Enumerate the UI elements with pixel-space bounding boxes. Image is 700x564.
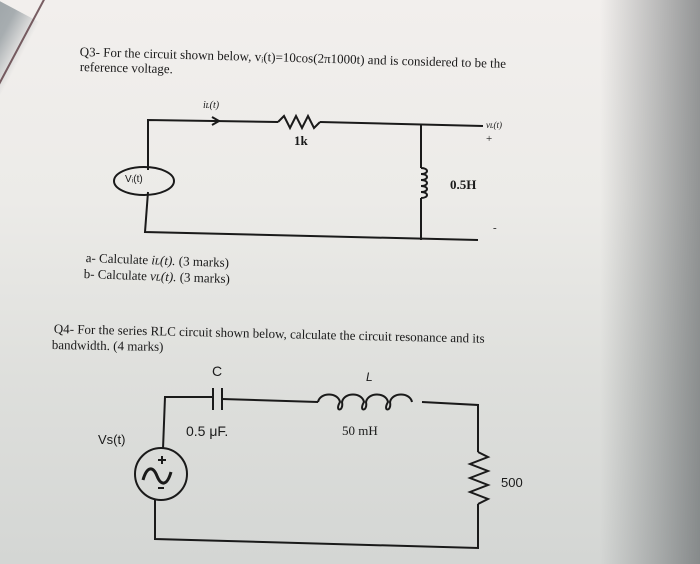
q4-inductor-value: 50 mH — [342, 423, 378, 438]
q4-ac-source-icon — [134, 447, 188, 501]
q3-output-voltage-label: vʟ(t) — [486, 120, 502, 130]
q3-inductor-label: 0.5H — [450, 177, 477, 192]
q3-resistor-icon — [277, 113, 321, 131]
q4-capacitor-value: 0.5 μF. — [186, 423, 229, 439]
q3-current-arrow-icon — [211, 116, 222, 126]
q3-wire-top-left — [147, 118, 279, 170]
q3-current-label: iʟ(t) — [203, 100, 220, 111]
q3-inductor-icon — [420, 167, 428, 199]
q4-resistor-icon — [467, 451, 491, 505]
q3-plus-sign: + — [486, 133, 493, 145]
q4-resistor-value: 500 — [501, 475, 523, 490]
q3-source-label: Vᵢ(t) — [125, 174, 143, 185]
q4-inductor-icon — [317, 393, 413, 411]
q4-inductor-label: L — [366, 370, 373, 384]
q3-voltage-source-icon — [113, 166, 175, 196]
q4-sine-wave-icon — [141, 467, 173, 485]
q4-source-label: Vs(t) — [98, 432, 126, 447]
q3-resistor-label: 1k — [294, 133, 308, 148]
q3-minus-sign: - — [493, 222, 497, 234]
q4-capacitor-label: C — [212, 363, 223, 379]
